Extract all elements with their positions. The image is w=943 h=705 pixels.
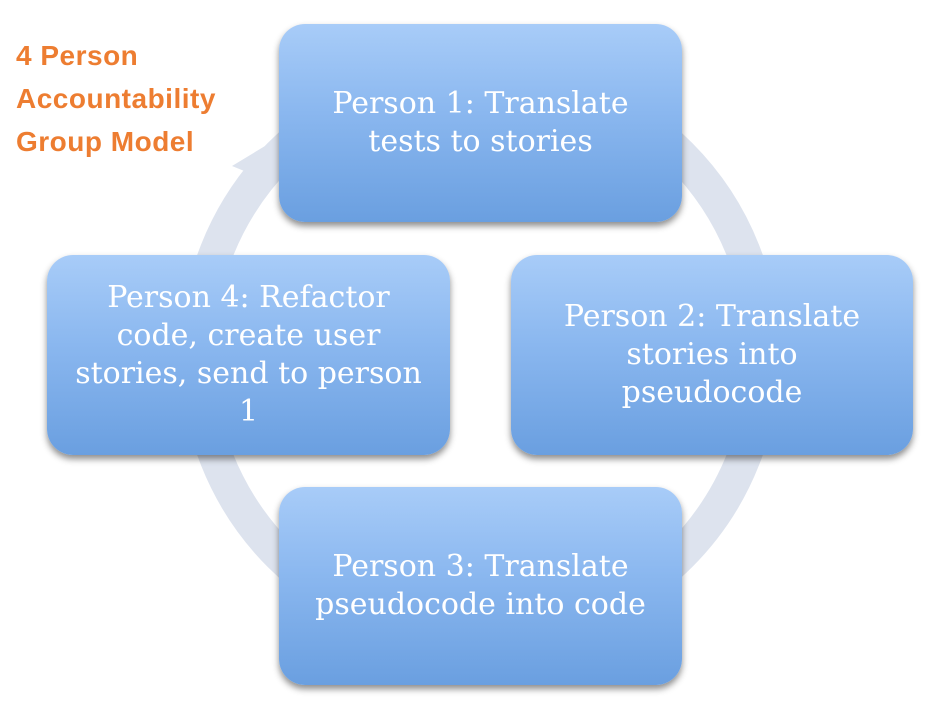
cycle-arrowhead xyxy=(232,143,276,184)
step-text-line: tests to stories xyxy=(368,124,593,159)
title-line: 4 Person xyxy=(16,40,139,71)
title-line: Group Model xyxy=(16,126,195,157)
title-line: Accountability xyxy=(16,83,216,114)
step-text: Person 1: Translate tests to stories xyxy=(332,85,628,161)
step-person-2: Person 2: Translate stories into pseudoc… xyxy=(511,255,913,455)
step-text-line: Person 3: Translate xyxy=(332,549,629,584)
step-text-line: Person 2: Translate xyxy=(563,299,861,334)
step-text-line: code, create user xyxy=(116,318,381,353)
step-text-line: pseudocode into code xyxy=(315,587,646,622)
step-text-line: stories into xyxy=(626,337,798,372)
step-text-line: Person 1: Translate xyxy=(332,86,629,121)
step-text-line: pseudocode xyxy=(621,375,803,410)
step-text-line: Person 4: Refactor xyxy=(107,280,390,315)
step-text: Person 3: Translate pseudocode into code xyxy=(315,548,646,624)
step-text: Person 2: Translate stories into pseudoc… xyxy=(564,298,860,412)
diagram-title: 4 Person Accountability Group Model xyxy=(16,34,286,163)
step-person-1: Person 1: Translate tests to stories xyxy=(279,24,682,222)
step-text: Person 4: Refactor code, create user sto… xyxy=(75,279,422,431)
step-text-line: 1 xyxy=(238,394,259,429)
step-text-line: stories, send to person xyxy=(75,356,422,391)
step-person-4: Person 4: Refactor code, create user sto… xyxy=(47,255,450,455)
step-person-3: Person 3: Translate pseudocode into code xyxy=(279,487,682,685)
